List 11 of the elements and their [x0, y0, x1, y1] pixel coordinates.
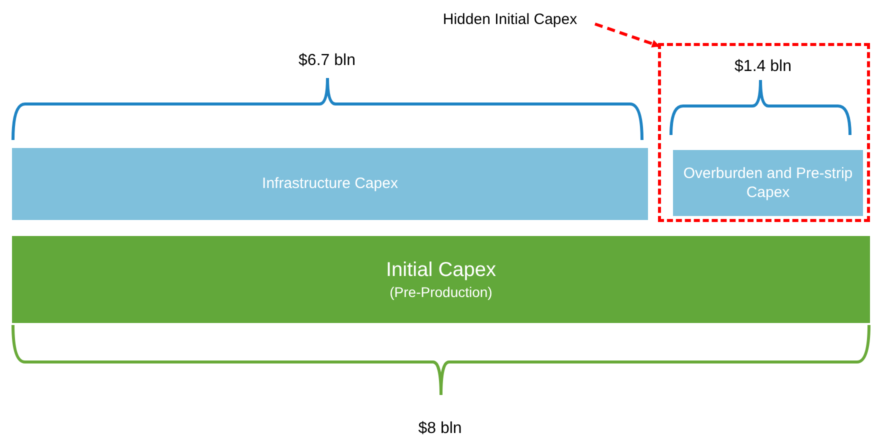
dashed-highlight-box [658, 43, 870, 222]
annotation-text: Hidden Initial Capex [425, 8, 595, 32]
bar-subtitle: (Pre-Production) [388, 283, 494, 302]
capex-bar: Overburden and Pre-strip Capex [673, 150, 863, 216]
amount-label: $6.7 bln [298, 52, 356, 70]
capex-bar: Infrastructure Capex [12, 148, 648, 220]
amount-label: $8 bln [418, 420, 462, 438]
amount-label: $1.4 bln [734, 58, 792, 76]
capex-bar [12, 236, 870, 323]
bar-title: Initial Capex [384, 258, 498, 284]
arrow [594, 22, 660, 48]
